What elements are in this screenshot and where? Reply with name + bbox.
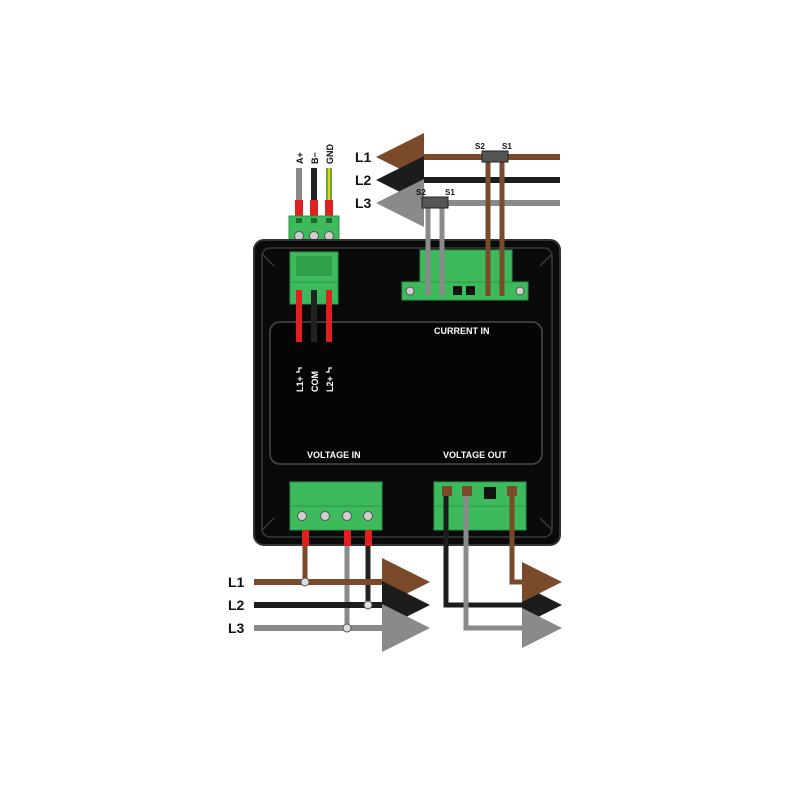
ct-l1-s2-label: S2 <box>475 142 485 151</box>
out-line-l3 <box>463 496 562 648</box>
mount-screw-icon <box>405 286 415 296</box>
screw-icon <box>297 511 307 521</box>
line-label-l2-top: L2 <box>355 172 372 188</box>
pulse-icon <box>326 367 332 373</box>
current-in-title: CURRENT IN <box>434 326 490 336</box>
pin-label-com: COM <box>310 371 320 392</box>
pin-label-l1-plus: L1+ <box>295 376 305 392</box>
voltage-out-title: VOLTAGE OUT <box>443 450 507 460</box>
junction-icon <box>363 600 373 610</box>
line-label-l1-top: L1 <box>355 149 372 165</box>
voltage-in-phase-lines: L1 L2 L3 <box>228 546 430 652</box>
display-panel <box>269 321 543 465</box>
line-label-l3-top: L3 <box>355 195 372 211</box>
terminal-slot-empty <box>453 286 462 295</box>
out-line-l1 <box>509 496 562 602</box>
voltage-in-connector: L1+ COM L2+ <box>289 251 339 392</box>
pin-label-l2-plus: L2+ <box>325 376 335 392</box>
ct-l3-s1-label: S1 <box>445 188 455 197</box>
current-in-phase-lines: L1 L2 L3 <box>355 133 560 227</box>
pin-label-b-minus: B− <box>310 152 320 164</box>
current-in-connector: S2 S1 S2 S1 CURRENT IN <box>401 142 529 336</box>
comm-wires: A+ B− GND <box>295 144 335 218</box>
screw-icon <box>320 511 330 521</box>
terminal-slot-empty <box>466 286 475 295</box>
terminal-slot-empty <box>484 487 496 499</box>
junction-icon <box>300 577 310 587</box>
voltage-in-title: VOLTAGE IN <box>307 450 361 460</box>
line-label-l3-bottom: L3 <box>228 620 245 636</box>
line-label-l2-bottom: L2 <box>228 597 245 613</box>
ct-l1-s1-label: S1 <box>502 142 512 151</box>
screw-icon <box>363 511 373 521</box>
ct-l3-s2-label: S2 <box>416 188 426 197</box>
ct-l3 <box>421 196 449 209</box>
ct-l1 <box>481 150 509 163</box>
pin-label-a-plus: A+ <box>295 152 305 164</box>
out-line-l2 <box>443 496 562 625</box>
voltage-terminal-bottom <box>289 481 383 546</box>
pulse-icon <box>296 367 302 373</box>
pin-label-gnd: GND <box>325 144 335 165</box>
line-label-l1-bottom: L1 <box>228 574 245 590</box>
junction-icon <box>342 623 352 633</box>
screw-icon <box>342 511 352 521</box>
voltage-out-lines <box>443 496 562 648</box>
mount-screw-icon <box>515 286 525 296</box>
